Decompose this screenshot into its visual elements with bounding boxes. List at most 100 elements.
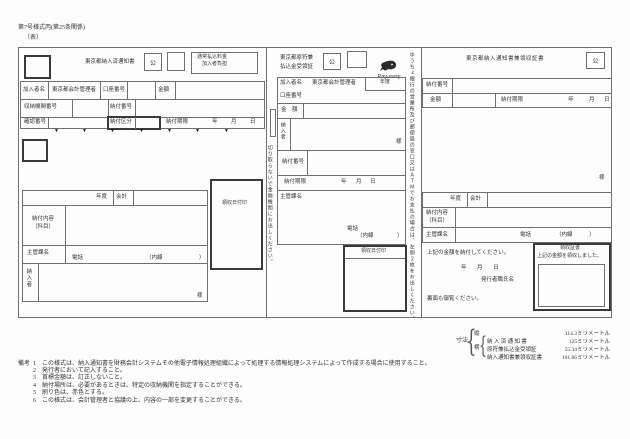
note-line: 2 発行者において記入すること。 — [33, 368, 126, 375]
right-title: 東京都納入通知書兼領収証書 — [466, 56, 545, 62]
divider — [48, 117, 49, 129]
right-strip-note: ゆうちょ銀行の営業所及び郵便局の窓口又はＡＴＭでお支払の場合は、左側２枚をお出し… — [408, 52, 414, 322]
divider — [22, 263, 208, 264]
receipt-certificate-box — [533, 243, 611, 311]
left-ko-box: 公 — [144, 53, 162, 71]
category-label: 納付区分 — [110, 119, 133, 125]
payer-label: 納入者 — [279, 122, 285, 140]
payment-no-label: 納付番号 — [110, 104, 133, 110]
cut-marker-icon: ▼ — [82, 129, 87, 134]
cut-marker-icon: ▼ — [54, 129, 59, 134]
receipt-date-stamp-label: 領収日付印 — [222, 201, 248, 206]
divider — [108, 99, 109, 117]
note-no: 2 — [33, 368, 36, 374]
cut-marker-icon: ▼ — [167, 129, 172, 134]
issuer-label: 発行者職氏名 — [481, 277, 515, 283]
note-no: 4 — [33, 383, 36, 389]
subscriber-label: 加入者名 — [23, 87, 46, 93]
middle-title-line2: 払込金受領証 — [280, 64, 314, 70]
ext-label: （内線 — [146, 255, 163, 261]
side-label: （表） — [24, 35, 43, 41]
divider — [135, 99, 136, 117]
divider — [307, 150, 308, 175]
tel-label: 電話 — [520, 232, 532, 238]
content-label: 納付内容 — [426, 210, 449, 216]
month-label: 月 — [589, 97, 595, 103]
divider — [155, 81, 156, 99]
dimension-item-row: 納入通知書兼領収証書 101.66ミリメートル — [487, 353, 610, 361]
vertical-label: 縦 — [474, 331, 480, 337]
form-number: 第7号様式丙(第25条関係) — [18, 25, 85, 31]
divider — [422, 93, 612, 94]
amount-label: 金 額 — [281, 107, 298, 113]
cut-marker-icon: ▼ — [195, 129, 200, 134]
note-text: この様式は、会計管理者と協議の上、内容の一部を変更することができる。 — [42, 398, 246, 404]
content-sub-label: （科目） — [426, 218, 449, 224]
middle-table — [277, 77, 406, 245]
middle-ko-box: 公 — [323, 53, 341, 70]
divider — [277, 118, 406, 119]
divider — [365, 77, 366, 90]
dept-label: 主管課名 — [280, 194, 303, 200]
divider — [65, 205, 66, 263]
year-label: 年 — [568, 97, 574, 103]
dimension-value: 125ミリメートル — [568, 339, 610, 345]
cut-marker-icon: ▼ — [224, 129, 229, 134]
fiscal-year-label: 年度 — [450, 196, 462, 202]
year-label: 年 — [212, 119, 218, 125]
left-title: 東京都納入済通知書 — [85, 59, 135, 65]
right-lower-table — [422, 192, 612, 243]
dimension-name: 納 入 済 通 知 書 — [487, 339, 527, 345]
divider — [422, 207, 612, 208]
day-label: 日 — [493, 265, 499, 271]
ext-close: ） — [589, 232, 595, 238]
pay-instruction: 上記の金額を納付してください。 — [427, 250, 510, 256]
divider — [365, 90, 406, 91]
middle-title-line1: 東京都原符兼 — [280, 55, 314, 61]
day-label: 日 — [370, 179, 376, 185]
dimension-value: 101.66ミリメートル — [561, 355, 610, 361]
note-text: この様式は、納入通知書を財務会計システムその他電子情報処理組織によって処理する情… — [42, 361, 431, 367]
divider — [277, 103, 406, 104]
divider — [22, 245, 208, 246]
divider — [345, 258, 405, 259]
receipt-certificate-text: 上記の金額を領収しました。 — [537, 254, 603, 259]
dimensions-brace: { — [466, 324, 477, 359]
note-line: 3 首標金額は、訂正しないこと。 — [33, 375, 126, 382]
ext-label: （内線 — [556, 232, 573, 238]
receipt-date-stamp-box — [210, 179, 263, 270]
note-text: 首標金額は、訂正しないこと。 — [42, 375, 127, 381]
section-divider-left — [266, 47, 267, 318]
left-blank-box — [167, 52, 185, 71]
fee-line2: 加入者負担 — [202, 62, 228, 67]
divider — [175, 81, 176, 99]
note-no: 3 — [33, 375, 36, 381]
subscriber-label: 加入者名 — [280, 80, 303, 86]
dimensions-label: 寸法 — [456, 338, 469, 344]
divider — [455, 207, 456, 243]
left-strip-note: 切り取らないで金融機関にお出しください。 — [266, 145, 272, 265]
divider — [495, 93, 496, 108]
tel-label: 電話 — [347, 226, 359, 232]
divider — [48, 81, 49, 99]
agency-no-label: 収納機関番号 — [24, 104, 58, 110]
category-bold-box — [107, 116, 161, 130]
fee-notice-box — [191, 52, 258, 74]
note-text: 刷り色は、赤色とする。 — [42, 390, 108, 396]
divider — [127, 81, 128, 99]
dept-label: 主管課名 — [27, 250, 50, 256]
ext-label: （内線 — [357, 233, 374, 239]
dimension-vertical-row: 縦 114.3ミリメートル — [474, 329, 610, 337]
divider — [277, 175, 406, 176]
note-text: 発行者において記入すること。 — [42, 368, 126, 374]
back-note: 裏面も御覧ください。 — [427, 296, 483, 302]
month-label: 月 — [231, 119, 237, 125]
content-sub-label: （科目） — [32, 224, 55, 230]
fiscal-year-label: 年度 — [96, 194, 108, 200]
month-label: 月 — [356, 179, 362, 185]
divider — [100, 81, 101, 99]
tel-label: 電話 — [72, 255, 84, 261]
deadline-label: 納付期限 — [284, 179, 307, 185]
sama-label: 様 — [197, 293, 203, 299]
